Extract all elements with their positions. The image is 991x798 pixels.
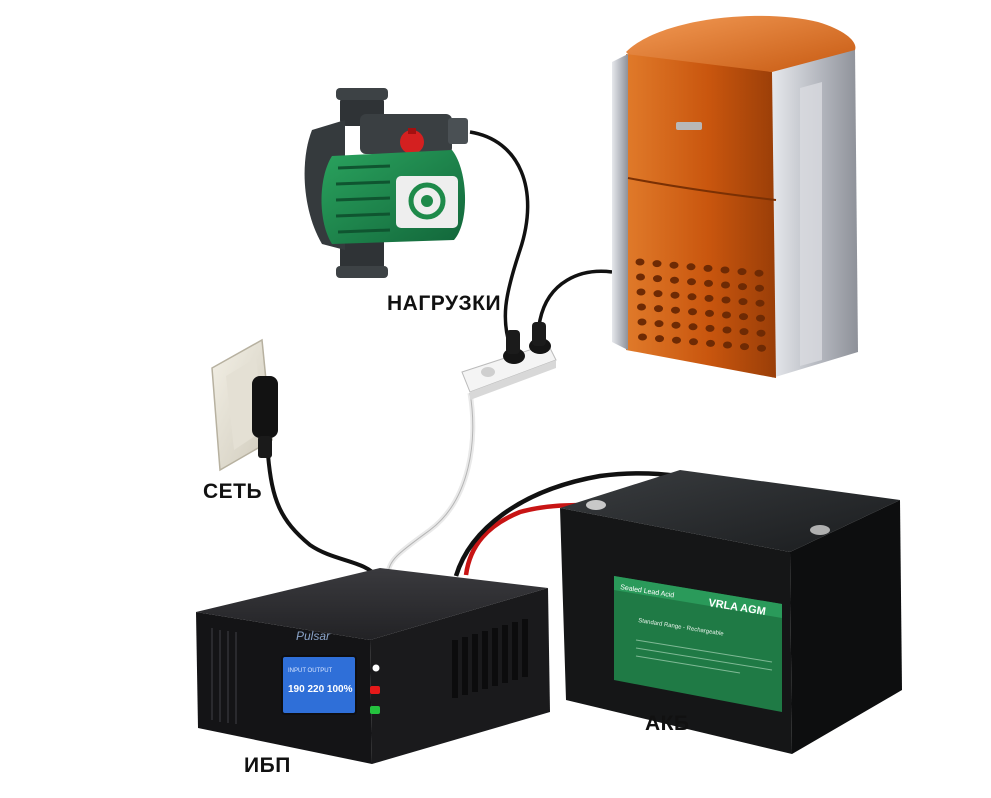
circulation-pump [305,88,468,278]
svg-text:190 220 100%: 190 220 100% [288,684,353,695]
boiler-vent-hole [757,330,766,337]
boiler-vent-hole [756,315,765,322]
boiler-vent-hole [636,259,645,266]
boiler-vent-hole [722,297,731,304]
wall-socket [212,340,278,470]
power-strip-cable [388,393,473,575]
boiler-vent-hole [688,308,697,315]
power-strip [462,322,556,400]
ups-green-button [370,706,380,714]
boiler-vent-hole [672,322,681,329]
boiler-vent-hole [739,298,748,305]
boiler-vent-hole [638,334,647,341]
boiler-vent-hole [704,265,713,272]
boiler-vent-hole [689,338,698,345]
mains-cable [268,455,378,578]
boiler-vent-hole [756,300,765,307]
boiler-vent-hole [672,337,681,344]
boiler-vent-hole [654,305,663,312]
mains-label: СЕТЬ [203,480,262,504]
boiler-vent-hole [637,289,646,296]
boiler-vent-hole [723,342,732,349]
boiler-vent-hole [671,307,680,314]
boiler [612,16,858,378]
boiler-vent-hole [670,262,679,269]
boiler-vent-hole [653,275,662,282]
ups-label: ИБП [244,754,291,778]
boiler-vent-hole [688,293,697,300]
boiler-vent-hole [670,277,679,284]
boiler-vent-hole [740,343,749,350]
boiler-vent-hole [654,290,663,297]
boiler-vent-hole [738,268,747,275]
boiler-vent-hole [655,335,664,342]
boiler-vent-hole [706,340,715,347]
boiler-vent-hole [638,319,647,326]
boiler-vent-hole [689,323,698,330]
boiler-vent-hole [671,292,680,299]
boiler-vent-hole [757,345,766,352]
boiler-vent-hole [738,283,747,290]
boiler-vent-hole [706,325,715,332]
boiler-vent-hole [653,260,662,267]
battery-negative-terminal [810,525,830,535]
boiler-vent-hole [755,285,764,292]
ups-power-led [373,665,380,672]
boiler-vent-hole [721,267,730,274]
battery: Sealed Lead Acid VRLA AGM Standard Range… [560,470,902,754]
boiler-vent-hole [705,310,714,317]
boiler-vent-hole [687,278,696,285]
boiler-vent-hole [721,282,730,289]
boiler-vent-hole [739,313,748,320]
svg-text:INPUT OUTPUT: INPUT OUTPUT [288,668,333,674]
boiler-vent-hole [655,320,664,327]
pump-power-cable [470,132,528,352]
boiler-vent-hole [636,274,645,281]
ups-red-button [370,686,380,694]
boiler-vent-hole [722,312,731,319]
boiler-vent-hole [755,270,764,277]
boiler-vent-hole [723,327,732,334]
ups-unit: Pulsar INPUT OUTPUT 190 220 100% [196,568,550,764]
loads-label: НАГРУЗКИ [387,292,501,316]
battery-positive-terminal [586,500,606,510]
ups-brand-logo: Pulsar [296,629,331,643]
boiler-vent-hole [705,295,714,302]
battery-label-text: АКБ [645,712,690,736]
boiler-vent-hole [637,304,646,311]
boiler-vent-hole [687,263,696,270]
boiler-vent-hole [740,328,749,335]
boiler-vent-hole [704,280,713,287]
